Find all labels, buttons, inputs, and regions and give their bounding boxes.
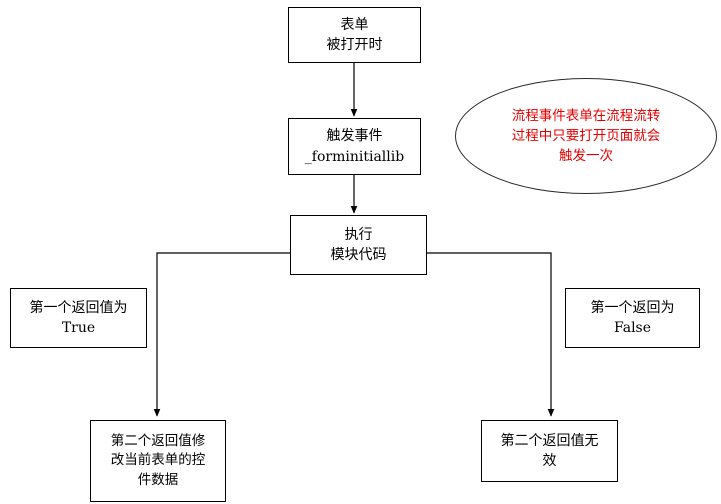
node-trigger-event-label: 触发事件 _forminitiallib [289, 126, 420, 167]
node-exec-module[interactable]: 执行 模块代码 [290, 215, 427, 275]
node-exec-module-label: 执行 模块代码 [330, 226, 387, 263]
node-trigger-event-label-line2: _forminitiallib [304, 148, 405, 165]
node-trigger-event-label-line1: 触发事件 [326, 128, 383, 145]
node-second-return-invalid[interactable]: 第二个返回值无 效 [481, 420, 618, 482]
node-first-return-false[interactable]: 第一个返回为 False [565, 288, 700, 348]
node-first-return-true[interactable]: 第一个返回值为 True [10, 288, 147, 348]
note-callout-text: 流程事件表单在流程流转 过程中只要打开页面就会 触发一次 [511, 107, 661, 165]
edge-exec-module-to-second-invalid [427, 252, 555, 417]
node-second-return-modify-label: 第二个返回值修 改当前表单的控 件数据 [110, 432, 206, 488]
node-first-return-true-label: 第一个返回值为 True [11, 298, 146, 339]
note-callout-ellipse[interactable]: 流程事件表单在流程流转 过程中只要打开页面就会 触发一次 [455, 78, 717, 194]
node-second-return-invalid-label: 第二个返回值无 效 [500, 432, 599, 469]
node-first-return-true-line1: 第一个返回值为 [29, 299, 128, 316]
node-form-open-label: 表单 被打开时 [326, 16, 383, 53]
node-trigger-event[interactable]: 触发事件 _forminitiallib [288, 118, 421, 175]
node-first-return-false-label: 第一个返回为 False [566, 298, 699, 339]
node-first-return-false-line1: 第一个返回为 [590, 299, 675, 316]
node-form-open[interactable]: 表单 被打开时 [288, 7, 421, 63]
edge-exec-module-to-second-modify [153, 252, 290, 417]
node-second-return-modify[interactable]: 第二个返回值修 改当前表单的控 件数据 [90, 420, 226, 502]
node-first-return-false-line2: False [613, 320, 652, 336]
node-first-return-true-line2: True [61, 320, 96, 336]
